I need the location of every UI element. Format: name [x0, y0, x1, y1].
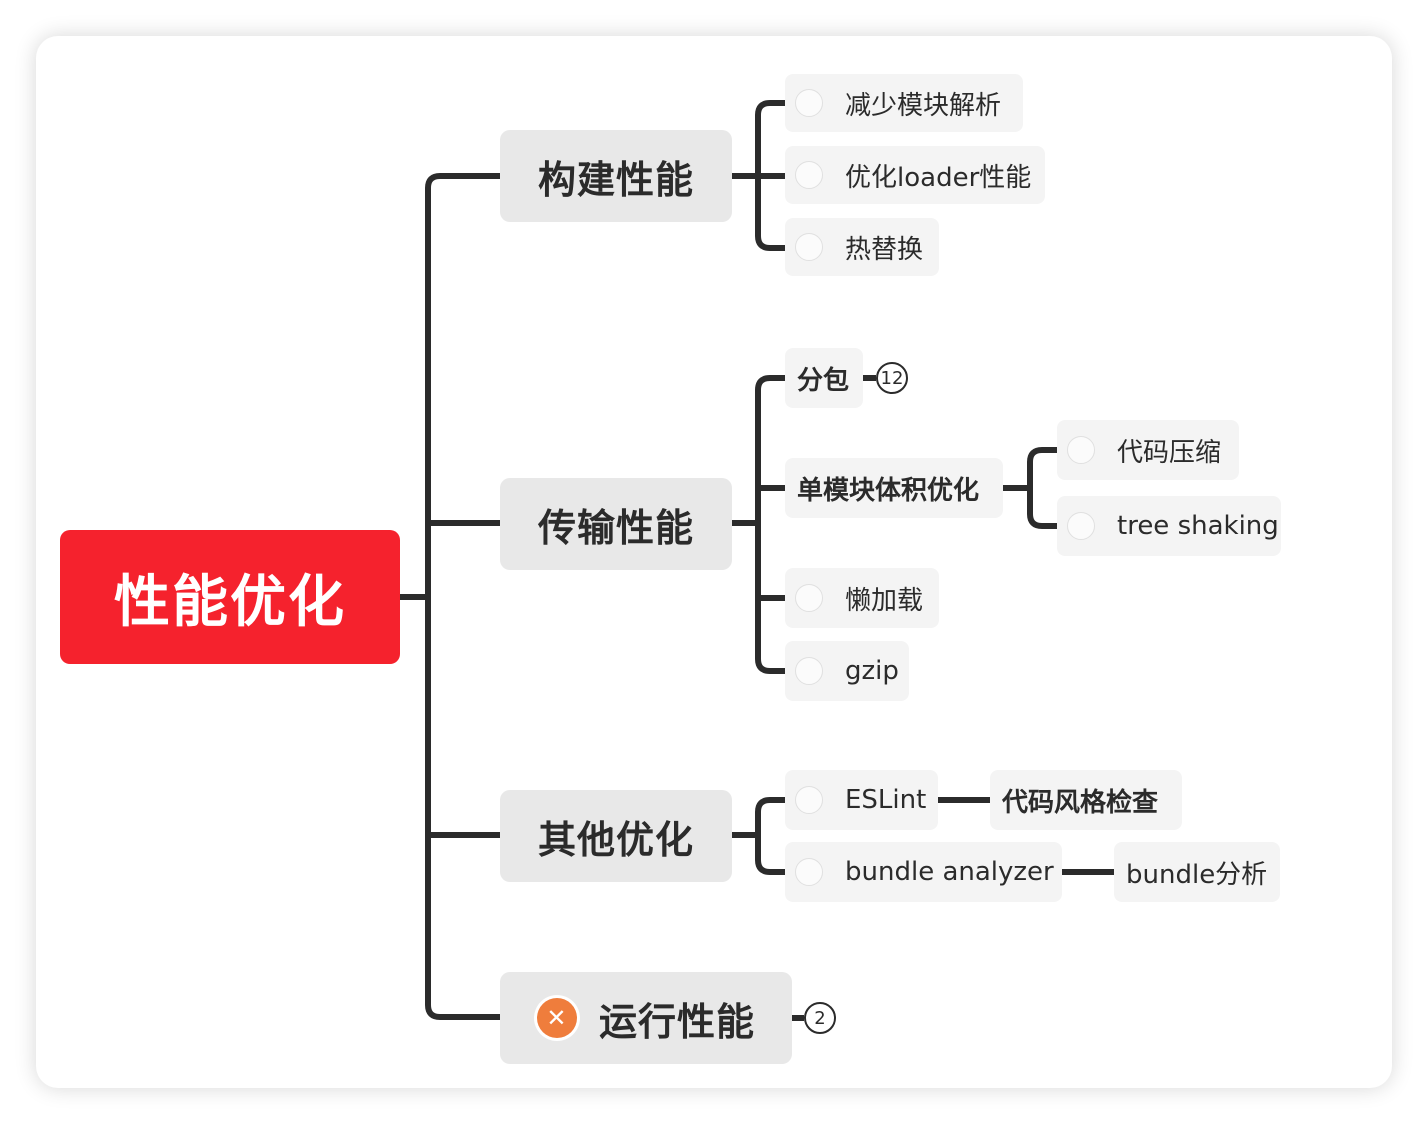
- connector-other-bracket: [755, 797, 785, 875]
- branch-label: 其他优化: [537, 817, 694, 862]
- checkbox-icon[interactable]: [795, 584, 823, 612]
- branch-label: 传输性能: [537, 505, 694, 550]
- topic-bundle-analyzer[interactable]: bundle analyzer: [785, 842, 1062, 902]
- root-label: 性能优化: [114, 569, 346, 635]
- topic-label: ESLint: [845, 785, 927, 815]
- checkbox-icon[interactable]: [795, 233, 823, 261]
- collapsed-count: 12: [880, 367, 904, 389]
- branch-other-optimization[interactable]: 其他优化: [500, 790, 732, 882]
- topic-optimize-loader[interactable]: 优化loader性能: [785, 146, 1045, 204]
- topic-label: 懒加载: [845, 585, 924, 616]
- branch-label: 构建性能: [537, 157, 694, 202]
- topic-label: tree shaking: [1117, 511, 1279, 541]
- topic-label: 优化loader性能: [845, 162, 1032, 193]
- topic-label: 代码压缩: [1117, 437, 1222, 468]
- branch-build-performance[interactable]: 构建性能: [500, 130, 732, 222]
- connector-single-module-bracket: [1027, 447, 1057, 529]
- checkbox-icon[interactable]: [795, 657, 823, 685]
- topic-single-module-size[interactable]: 单模块体积优化: [785, 458, 1003, 518]
- topic-label: 代码风格检查: [1002, 787, 1159, 818]
- topic-tree-shaking[interactable]: tree shaking: [1057, 496, 1281, 556]
- branch-transfer-performance[interactable]: 传输性能: [500, 478, 732, 570]
- topic-code-minify[interactable]: 代码压缩: [1057, 420, 1239, 480]
- checkbox-icon[interactable]: [795, 786, 823, 814]
- topic-label: bundle analyzer: [845, 857, 1054, 887]
- collapsed-count-badge[interactable]: 12: [876, 362, 908, 394]
- topic-label: bundle分析: [1126, 859, 1268, 890]
- topic-label: 减少模块解析: [845, 90, 1002, 121]
- cross-icon: ✕: [536, 998, 577, 1038]
- branch-label: 运行性能: [598, 999, 755, 1044]
- topic-label: 单模块体积优化: [797, 475, 980, 506]
- topic-label: gzip: [845, 656, 899, 686]
- connector-trunk: [425, 173, 500, 1020]
- collapsed-count-badge[interactable]: 2: [804, 1002, 836, 1034]
- topic-code-splitting[interactable]: 分包: [785, 348, 863, 408]
- topic-gzip[interactable]: gzip: [785, 641, 909, 701]
- topic-reduce-module-parsing[interactable]: 减少模块解析: [785, 74, 1023, 132]
- topic-label: 热替换: [845, 234, 924, 265]
- checkbox-icon[interactable]: [795, 89, 823, 117]
- topic-bundle-analysis[interactable]: bundle分析: [1114, 842, 1280, 902]
- branch-runtime-performance[interactable]: ✕ 运行性能: [500, 972, 792, 1064]
- topic-hot-replacement[interactable]: 热替换: [785, 218, 939, 276]
- topic-eslint[interactable]: ESLint: [785, 770, 938, 830]
- checkbox-icon[interactable]: [1067, 512, 1095, 540]
- checkbox-icon[interactable]: [1067, 436, 1095, 464]
- root-node[interactable]: 性能优化: [60, 530, 400, 664]
- collapsed-count: 2: [814, 1007, 826, 1029]
- connector-transfer-bracket: [755, 375, 785, 674]
- checkbox-icon[interactable]: [795, 161, 823, 189]
- topic-lazy-loading[interactable]: 懒加载: [785, 568, 939, 628]
- checkbox-icon[interactable]: [795, 858, 823, 886]
- topic-code-style-check[interactable]: 代码风格检查: [990, 770, 1182, 830]
- topic-label: 分包: [797, 365, 850, 396]
